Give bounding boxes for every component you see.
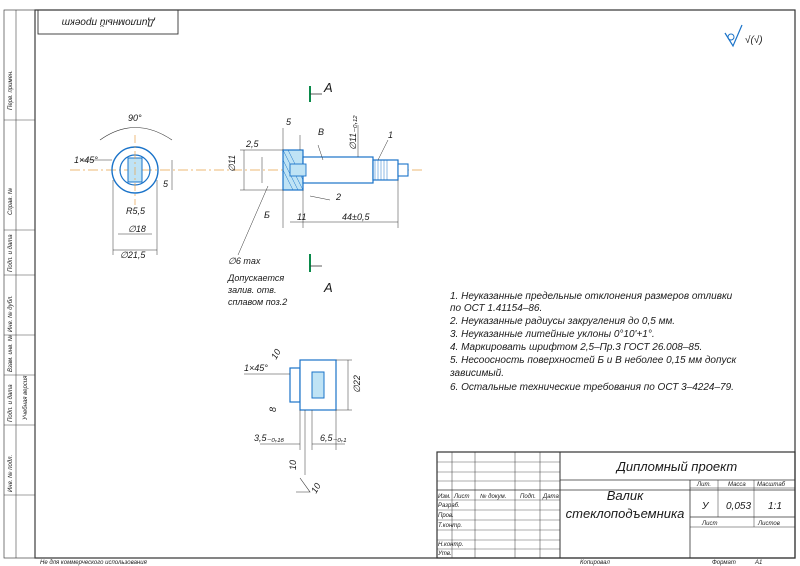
note-line: 1. Неуказанные предельные отклонения раз… [450,291,733,302]
dim-d215: ∅21,5 [120,250,146,260]
side-inv-podl: Инв. № подл. [7,455,14,492]
pos-1: 1 [388,130,393,140]
title-lit-label: Лит. [696,482,711,488]
sheet-frame [34,9,796,559]
title-scale-value: 1:1 [768,501,782,512]
roughness-text: √(√) [745,34,763,46]
view-dim-10: 10 [269,347,283,361]
title-part-name-2: стеклоподъемника [566,506,685,521]
col-date: Дата [542,494,559,500]
roughness-symbol: √(√) [724,24,763,48]
title-mass-label: Масса [728,482,746,488]
col-doc: № докум. [480,493,506,500]
row-prov: Пров. [438,513,454,519]
top-stamp-text: Дипломный проект [62,16,156,27]
dim-d11: ∅11 [227,155,237,172]
note-fill-1: Допускается [227,273,284,283]
dim-angle: 90° [128,113,142,123]
view-dim-10b: 10 [288,460,298,470]
side-perv-primen: Перв. примен. [8,70,14,110]
note-line: зависимый. [449,368,504,379]
side-strip [3,9,36,559]
section-label-top: А [323,80,333,95]
note-line: 6. Остальные технические требования по О… [450,381,734,393]
col-list: Лист [453,494,469,500]
dim-d11-tol: ∅11₋₀,₁₂ [348,115,358,150]
label-v: В [318,127,324,137]
view-dim-35: 3,5₋₀,₁₆ [254,433,284,443]
title-lit-value: У [701,501,710,512]
title-block-title: Дипломный проект [615,459,738,474]
dim-len-11: 11 [297,212,306,222]
note-line: 4. Маркировать шрифтом 2,5–Пр.3 ГОСТ 26.… [450,341,702,353]
view-chamfer: 1×45° [244,363,268,373]
view-dim-22: ∅22 [352,375,362,393]
side-vzam-inv: Взам. инв. № [7,334,14,372]
dim-5-left: 5 [163,179,169,189]
dim-5-top: 5 [286,117,292,127]
row-utv: Утв. [437,551,452,557]
view-dim-65: 6,5₋₀,₁ [320,433,347,443]
dim-len-44: 44±0,5 [342,212,370,222]
title-mass-value: 0,053 [726,501,751,512]
row-razrab: Разраб. [438,503,460,509]
note-line: 2. Неуказанные радиусы закругления до 0,… [449,316,675,327]
section-label-bottom: А [323,280,333,295]
note-line: 3. Неуказанные литейные уклоны 0°10'+1°. [450,329,655,340]
format-value: А1 [754,560,762,566]
note-line: 5. Несоосность поверхностей Б и В неболе… [450,354,737,366]
main-section-view [237,125,409,256]
title-sheet-label: Лист [701,521,717,527]
side-sprav-no: Справ. № [7,187,14,215]
col-podp: Подп. [520,494,536,500]
row-tkontr: Т.контр. [438,523,462,529]
dim-radius: R5,5 [126,206,146,216]
dim-chamfer-top: 1×45° [74,155,98,165]
view-dim-10c: 10 [309,481,323,495]
view-dim-8: 8 [268,407,278,412]
side-inv-dubl: Инв. № дубл. [7,295,14,332]
row-nkontr: Н.контр. [438,542,463,548]
title-scale-label: Масштаб [757,482,786,488]
col-izm: Изм. [438,494,451,500]
side-podp-data-2: Подп. и дата [8,384,14,422]
title-part-name-1: Валик [607,488,644,503]
note-fill-2: залив. отв. [227,285,276,295]
end-view [80,127,173,255]
title-sheets-label: Листов [757,521,780,527]
side-view [244,359,352,493]
footer-text: Не для коммерческого использования [40,560,148,566]
note-line: по ОСТ 1.41154–86. [450,303,542,314]
copied-label: Копировал [580,560,610,566]
side-edu-notice: Учебная версия [23,375,29,421]
section-marker-top [309,86,322,102]
technical-notes: 1. Неуказанные предельные отклонения раз… [449,291,737,393]
side-podp-data-1: Подп. и дата [8,234,14,272]
dim-25: 2,5 [245,139,260,149]
section-marker-bottom [309,254,322,272]
dim-d18: ∅18 [128,224,146,234]
format-label: Формат [712,560,736,566]
title-block [436,451,796,559]
note-fill-3: сплавом поз.2 [228,297,287,307]
pos-2: 2 [335,192,341,202]
label-b: Б [264,210,270,220]
top-stamp-box [37,9,179,35]
dim-d6: ∅6 max [228,256,261,266]
